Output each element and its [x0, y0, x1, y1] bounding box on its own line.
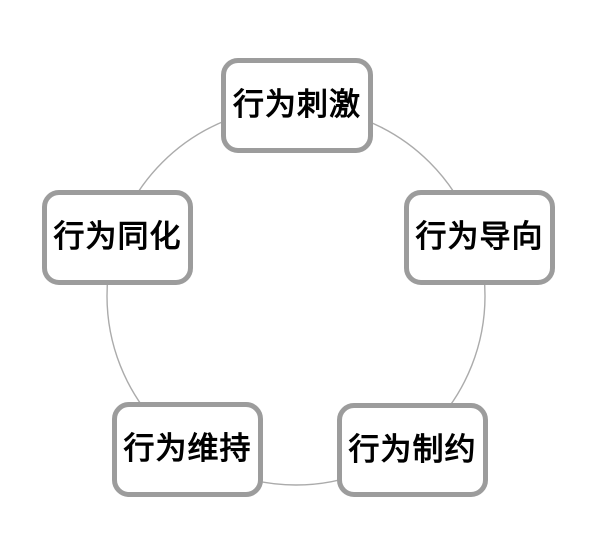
node-label: 行为导向 — [415, 219, 544, 255]
node-label: 行为制约 — [348, 431, 477, 468]
node-behavior-orientation: 行为导向 — [404, 190, 555, 285]
node-label: 行为同化 — [53, 219, 182, 255]
node-behavior-assimilation: 行为同化 — [42, 190, 193, 285]
node-label: 行为维持 — [123, 431, 252, 467]
node-behavior-maintenance: 行为维持 — [112, 402, 263, 497]
node-label: 行为刺激 — [233, 87, 361, 123]
node-behavior-stimulation: 行为刺激 — [221, 58, 373, 153]
node-behavior-constraint: 行为制约 — [337, 403, 488, 497]
